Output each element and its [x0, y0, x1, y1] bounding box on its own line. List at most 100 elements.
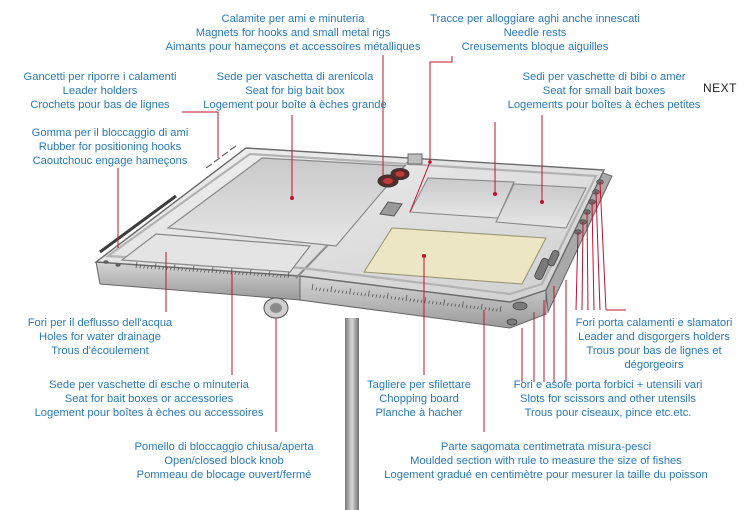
small-bait-box-seat-1 [409, 177, 515, 219]
ruler-tick [349, 288, 351, 295]
ruler-tick [169, 267, 172, 271]
ruler-tick [230, 268, 233, 275]
block-knob [263, 297, 289, 319]
callout-small-bait-boxes: Sedi per vaschette di bibi o amer Seat f… [507, 71, 701, 111]
ruler-tick [253, 272, 256, 276]
ruler-tick [431, 300, 434, 305]
ruler-tick [477, 306, 479, 310]
ruler-tick [424, 297, 427, 304]
ruler-tick [435, 301, 438, 305]
ruler-tick [356, 292, 359, 296]
ruler-tick [158, 266, 161, 270]
ruler-tick [326, 288, 329, 292]
ruler-tick [319, 287, 321, 292]
ruler-tick [360, 292, 363, 296]
small-bait-box-seat-2 [495, 183, 587, 229]
ruler-tick [261, 273, 263, 277]
ruler-tick [311, 283, 314, 291]
ruler-tick [200, 269, 202, 273]
ruler-tick [386, 292, 389, 299]
ruler-tick [154, 263, 157, 270]
ruler-tick [185, 268, 187, 272]
leader-holder-hooks [205, 145, 237, 169]
ruler-tick [315, 287, 318, 291]
ruler-tick [454, 303, 457, 307]
ruler-tick [147, 265, 149, 269]
hook-magnets [377, 168, 410, 188]
ruler-tick [484, 307, 487, 311]
big-bait-box-seat [166, 157, 406, 247]
ruler-tick [272, 273, 275, 278]
ruler-tick [428, 300, 430, 304]
ruler-tick [226, 270, 229, 275]
ruler-tick [439, 301, 442, 306]
ruler-tick [143, 265, 145, 269]
ruler-tick [234, 271, 237, 275]
ruler-tick [268, 270, 271, 277]
ruler-tick [443, 299, 445, 306]
callout-drainage: Fori per il deflusso dell'acqua Holes fo… [27, 317, 173, 357]
ruler-tick [375, 294, 378, 298]
ruler-tick [398, 296, 400, 301]
ruler-tick [409, 298, 412, 302]
ruler-right [311, 283, 502, 313]
ruler-tick [368, 290, 370, 297]
ruler-tick [465, 304, 468, 309]
callout-needle-rests: Tracce per alloggiare aghi anche innesca… [430, 13, 640, 53]
ruler-tick [394, 296, 397, 300]
ruler-tick [334, 289, 336, 293]
ruler-tick [446, 302, 449, 306]
ruler-tick [341, 290, 344, 294]
ruler-tick [257, 272, 259, 277]
callout-rubber-hooks: Gomma per il bloccaggio di ami Rubber fo… [31, 127, 189, 167]
scissor-slots [506, 250, 560, 326]
ruler-tick [492, 307, 494, 312]
ruler-tick [379, 294, 382, 299]
ruler-tick [287, 271, 290, 279]
ruler-tick [416, 299, 419, 303]
ruler-tick [223, 270, 225, 274]
ruler-tick [458, 304, 461, 308]
ruler-tick [469, 305, 472, 309]
support-pole [345, 318, 359, 510]
ruler-tick [181, 267, 183, 272]
ruler-tick [166, 266, 168, 271]
callout-hook-magnets: Calamite per ami e minuteria Magnets for… [165, 13, 421, 53]
ruler-tick [276, 274, 278, 278]
ruler-tick [238, 271, 240, 275]
needle-rests [407, 153, 423, 165]
ruler-tick [139, 265, 142, 269]
ruler-tick [401, 297, 404, 301]
callout-big-bait-box: Sede per vaschetta di arenicola Seat for… [203, 71, 387, 111]
callout-bait-accessories: Sede per vaschette di esche o minuteria … [34, 379, 264, 419]
ruler-tick [264, 273, 267, 277]
ruler-tick [177, 267, 180, 271]
ruler-tick [405, 294, 408, 302]
ruler-tick [390, 296, 393, 300]
ruler-tick [371, 293, 374, 298]
ruler-tick [196, 268, 199, 273]
ruler-tick [473, 305, 476, 310]
bait-accessories-seat [120, 233, 312, 273]
ruler-tick [242, 271, 244, 276]
next-link[interactable]: NEXT [703, 81, 738, 95]
ruler-tick [135, 261, 138, 269]
ruler-tick [330, 286, 333, 293]
ruler-tick [450, 303, 453, 307]
callout-disgorger-holders: Fori porta calamenti e slamatori Leader … [575, 317, 733, 371]
ruler-tick [499, 305, 502, 313]
rubber-hook-strip [99, 194, 177, 254]
chopping-board [363, 227, 547, 285]
ruler-tick [283, 274, 286, 278]
ruler-tick [192, 265, 195, 272]
callout-ruler: Parte sagomata centimetrata misura-pesci… [384, 441, 708, 481]
ruler-tick [280, 274, 282, 278]
callout-scissor-slots: Fori e asole porta forbici + utensili va… [513, 379, 703, 419]
ruler-tick [495, 308, 498, 312]
ruler-tick [211, 266, 214, 274]
ruler-tick [345, 290, 348, 295]
ruler-tick [420, 299, 423, 303]
ruler-tick [188, 268, 191, 272]
ruler-tick [352, 291, 355, 295]
